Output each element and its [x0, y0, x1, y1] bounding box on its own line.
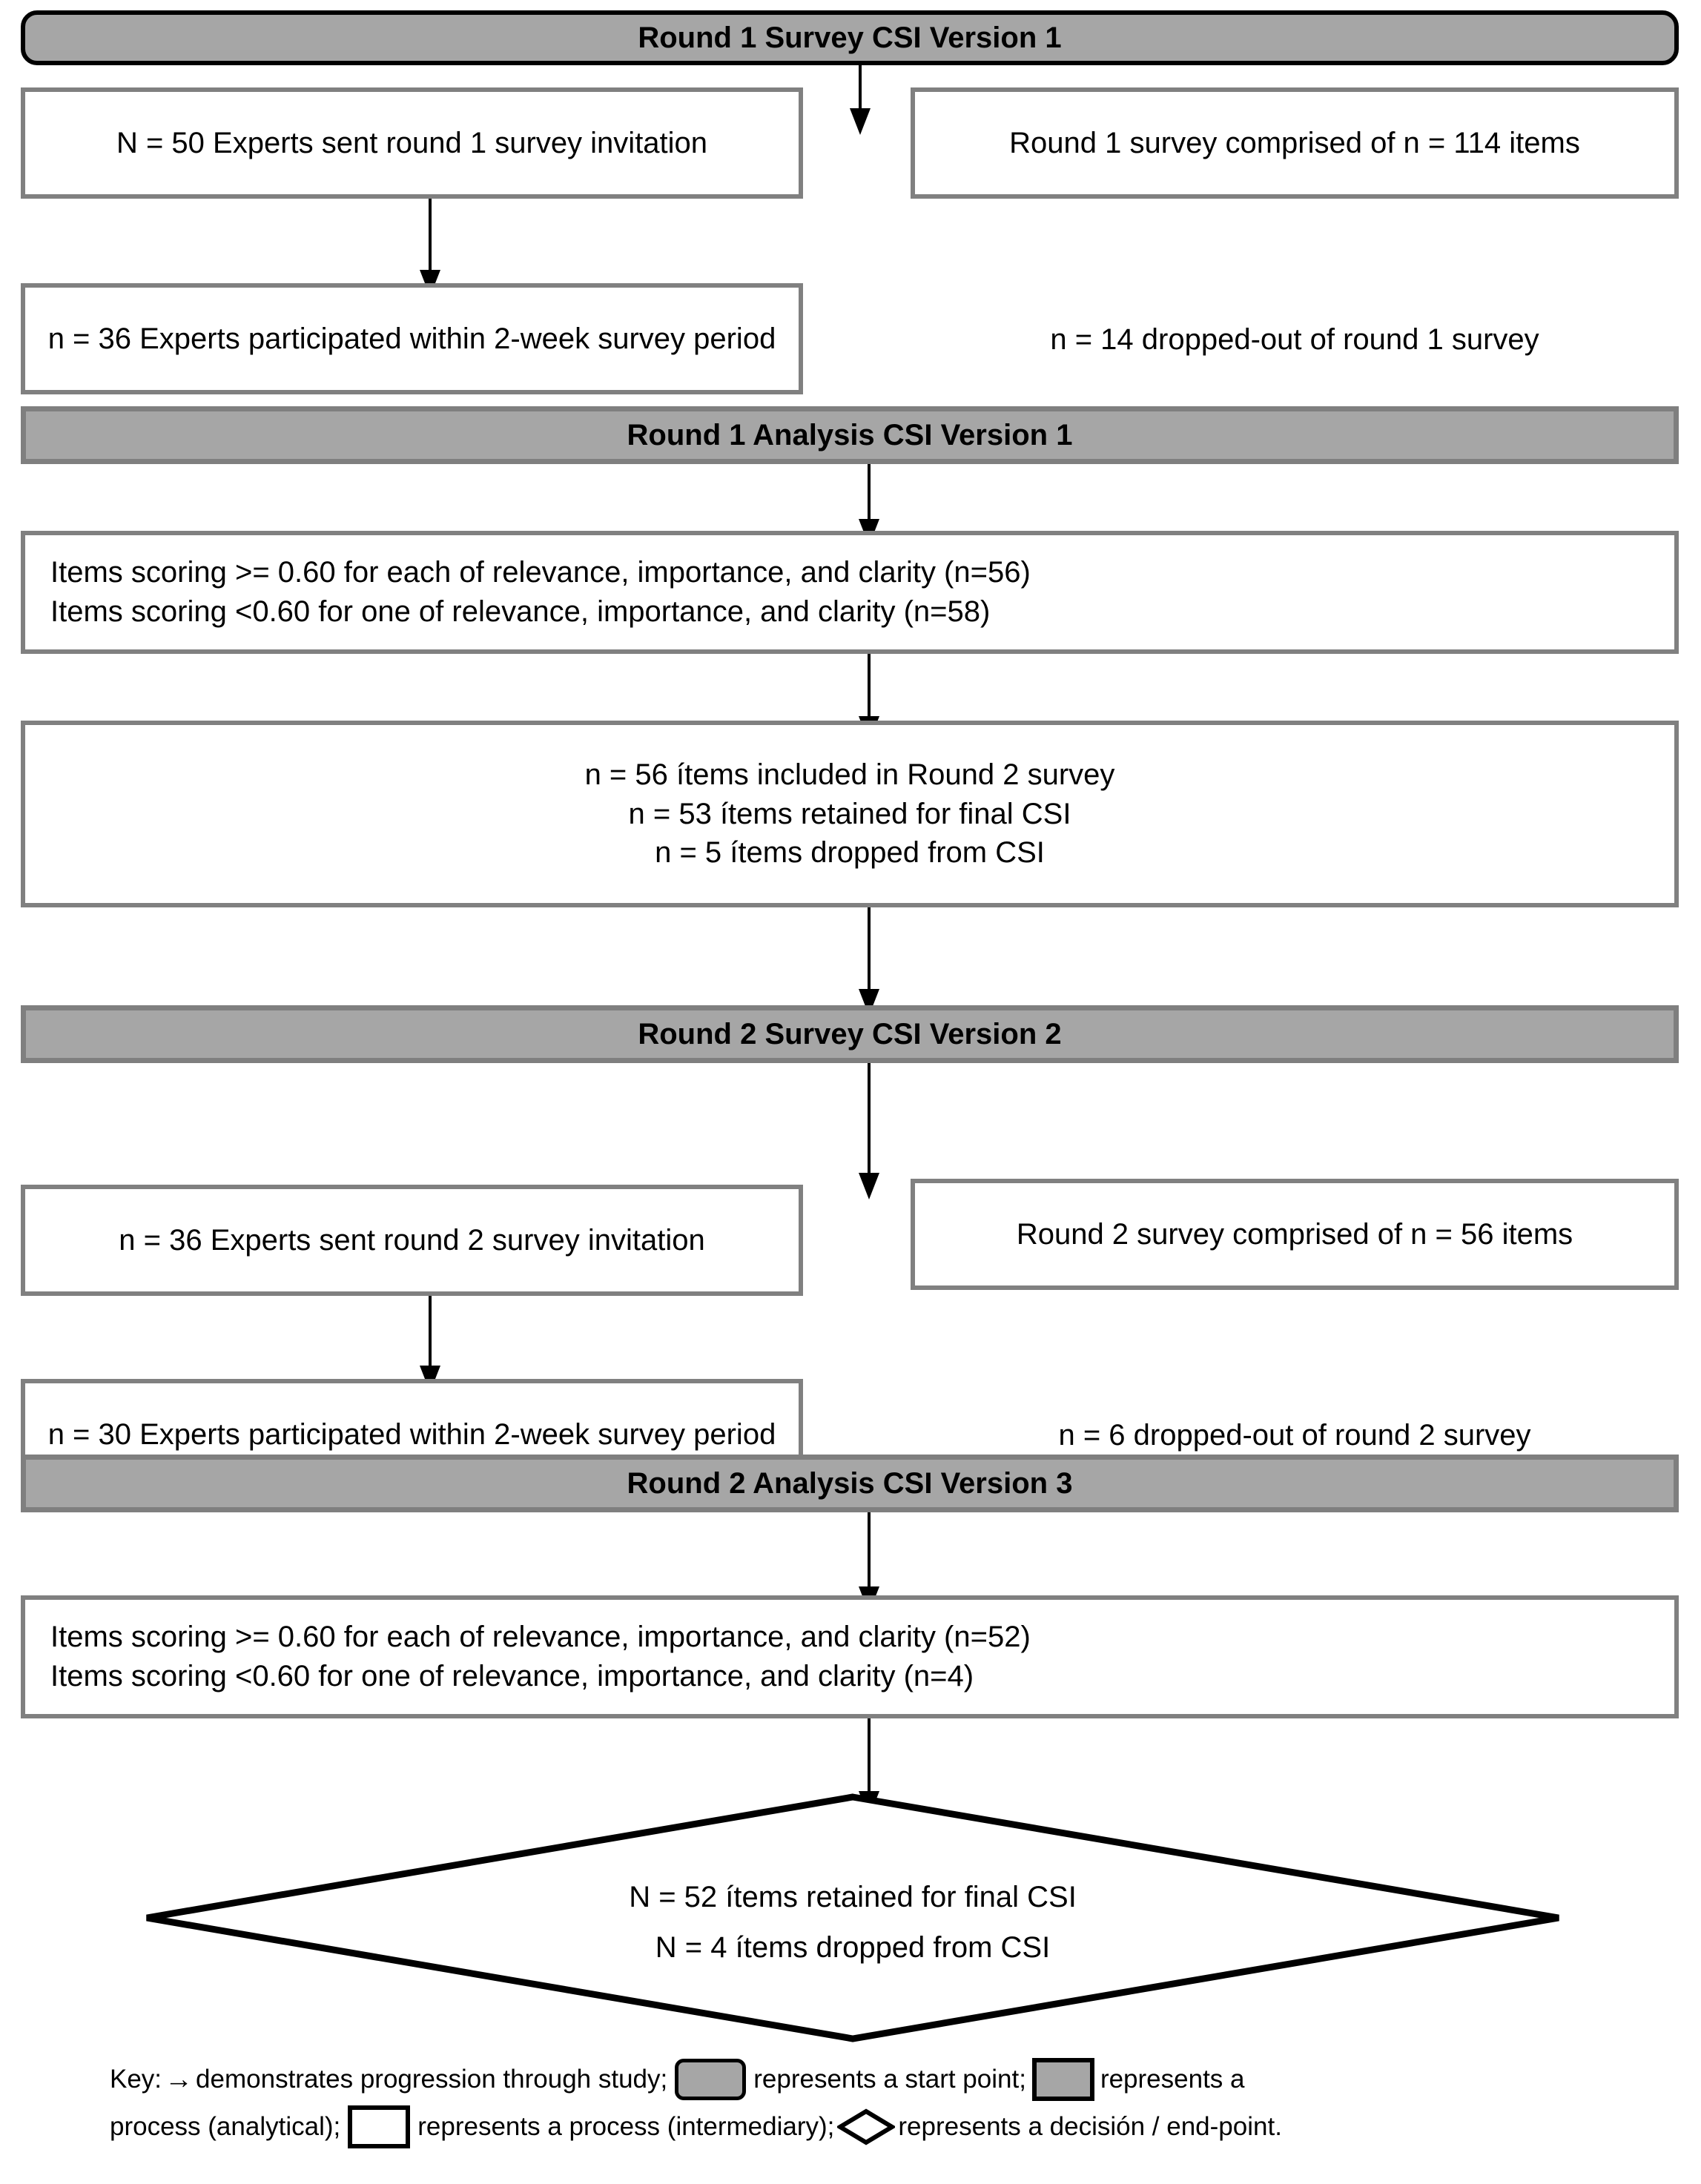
node-dropped-out-r1: n = 14 dropped-out of round 1 survey — [911, 320, 1679, 360]
node-dropped-out-r2: n = 6 dropped-out of round 2 survey — [911, 1416, 1679, 1455]
diamond-shape-icon — [146, 1793, 1559, 2042]
node-experts-participated-r2-label: n = 30 Experts participated within 2-wee… — [47, 1417, 776, 1451]
node-experts-participated-r1-label: n = 36 Experts participated within 2-wee… — [47, 322, 776, 355]
key-legend: Key: → demonstrates progression through … — [110, 2058, 1637, 2148]
decision-swatch-icon — [837, 2108, 896, 2145]
arrow-right-icon: → — [165, 2064, 194, 2095]
node-round2-analysis-header-label: Round 2 Analysis CSI Version 3 — [627, 1466, 1073, 1500]
node-r1-scoring-line1: Items scoring >= 0.60 for each of releva… — [50, 556, 1031, 589]
key-decision-text: represents a decisión / end-point. — [898, 2112, 1282, 2142]
key-label: Key: — [110, 2065, 162, 2094]
node-r1-survey-items-label: Round 1 survey comprised of n = 114 item… — [1009, 126, 1580, 159]
node-r1-scoring: Items scoring >= 0.60 for each of releva… — [21, 531, 1679, 654]
node-experts-sent-r1: N = 50 Experts sent round 1 survey invit… — [21, 87, 803, 199]
node-r2-scoring-line1: Items scoring >= 0.60 for each of releva… — [50, 1621, 1031, 1654]
node-experts-sent-r1-label: N = 50 Experts sent round 1 survey invit… — [116, 126, 708, 159]
node-r1-outcome-line3: n = 5 ítems dropped from CSI — [655, 836, 1045, 870]
node-round1-survey-header-label: Round 1 Survey CSI Version 1 — [638, 21, 1062, 54]
node-final-decision-line1: N = 52 ítems retained for final CSI — [629, 1881, 1077, 1913]
node-experts-sent-r2: n = 36 Experts sent round 2 survey invit… — [21, 1185, 803, 1296]
node-r1-scoring-line2: Items scoring <0.60 for one of relevance… — [50, 595, 991, 628]
intermediary-process-swatch-icon — [348, 2105, 411, 2148]
node-dropped-out-r1-label: n = 14 dropped-out of round 1 survey — [1050, 323, 1539, 356]
start-point-swatch-icon — [675, 2059, 747, 2100]
node-r1-survey-items: Round 1 survey comprised of n = 114 item… — [911, 87, 1679, 199]
node-round2-survey-header-label: Round 2 Survey CSI Version 2 — [638, 1017, 1062, 1050]
key-intermediary-text: represents a process (intermediary); — [417, 2112, 835, 2142]
node-r1-outcome-line2: n = 53 ítems retained for final CSI — [628, 797, 1071, 830]
analytical-process-swatch-icon — [1031, 2058, 1094, 2101]
node-r2-survey-items: Round 2 survey comprised of n = 56 items — [911, 1179, 1679, 1290]
node-r1-outcome: n = 56 ítems included in Round 2 survey … — [21, 721, 1679, 907]
node-experts-sent-r2-label: n = 36 Experts sent round 2 survey invit… — [119, 1223, 705, 1257]
node-experts-participated-r1: n = 36 Experts participated within 2-wee… — [21, 283, 803, 394]
node-round1-survey-header: Round 1 Survey CSI Version 1 — [21, 10, 1679, 65]
node-round2-survey-header: Round 2 Survey CSI Version 2 — [21, 1005, 1679, 1063]
key-start-point-text: represents a start point; — [753, 2065, 1026, 2094]
node-r1-outcome-line1: n = 56 ítems included in Round 2 survey — [584, 758, 1115, 791]
node-final-decision-line2: N = 4 ítems dropped from CSI — [655, 1931, 1051, 1964]
node-r2-scoring: Items scoring >= 0.60 for each of releva… — [21, 1595, 1679, 1718]
node-r2-survey-items-label: Round 2 survey comprised of n = 56 items — [1016, 1217, 1573, 1251]
node-round1-analysis-header-label: Round 1 Analysis CSI Version 1 — [627, 418, 1073, 451]
node-round2-analysis-header: Round 2 Analysis CSI Version 3 — [21, 1455, 1679, 1512]
key-arrow-text: demonstrates progression through study; — [196, 2065, 668, 2094]
key-analytical-text-b: process (analytical); — [110, 2112, 341, 2142]
node-round1-analysis-header: Round 1 Analysis CSI Version 1 — [21, 406, 1679, 464]
key-legend-line-1: Key: → demonstrates progression through … — [110, 2058, 1637, 2101]
node-final-decision: N = 52 ítems retained for final CSI N = … — [141, 1793, 1565, 2043]
key-analytical-text-a: represents a — [1100, 2065, 1245, 2094]
key-legend-line-2: process (analytical); represents a proce… — [110, 2105, 1637, 2148]
node-dropped-out-r2-label: n = 6 dropped-out of round 2 survey — [1058, 1419, 1531, 1452]
node-r2-scoring-line2: Items scoring <0.60 for one of relevance… — [50, 1660, 974, 1692]
